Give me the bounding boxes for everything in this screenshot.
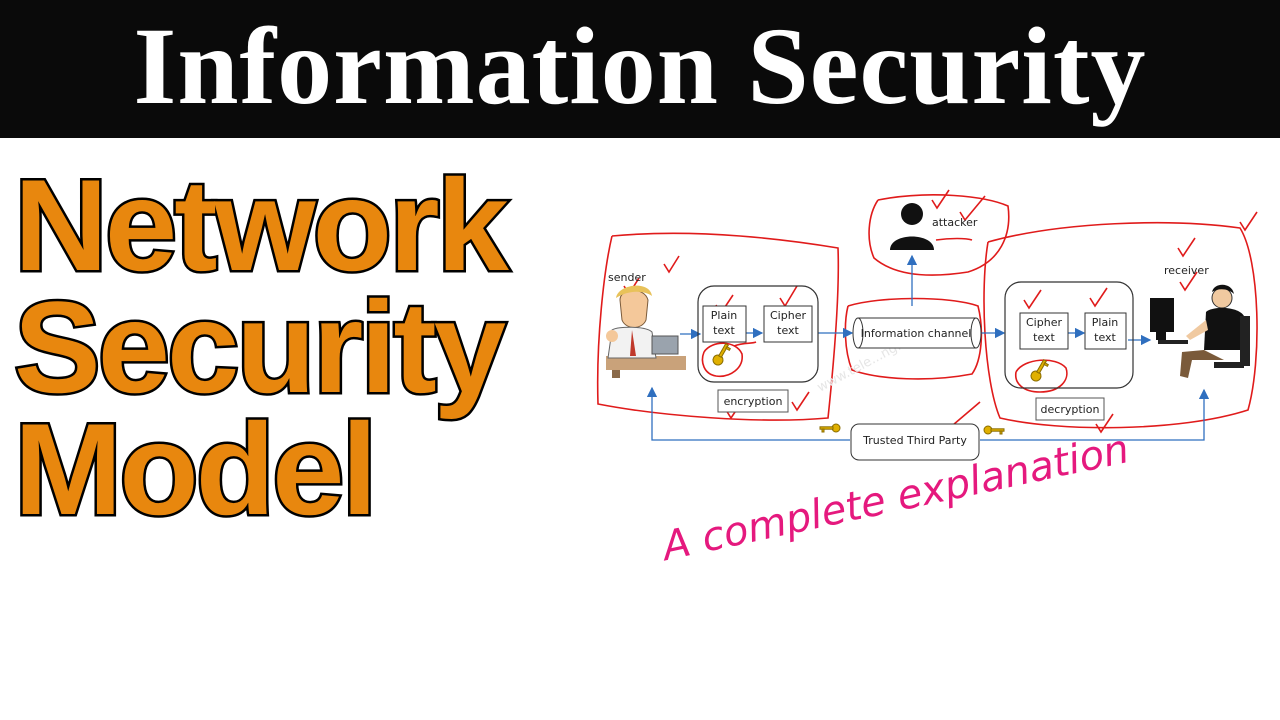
title-line-network: Network [12, 152, 512, 298]
sender-plain-text-1: Plain [711, 309, 737, 322]
information-channel: Information channel [852, 317, 982, 349]
flow-arrows [646, 254, 1210, 441]
attacker-icon [890, 203, 934, 250]
sender-encryption-group: Plain text Cipher text encryption [697, 285, 819, 413]
receiver-cipher-text-2: text [1033, 331, 1055, 344]
receiver-cipher-text-1: Cipher [1026, 316, 1062, 329]
trusted-third-party: Trusted Third Party [850, 423, 980, 461]
page-title: Information Security [133, 5, 1147, 127]
sender-person-icon [606, 285, 686, 378]
receiver-label: receiver [1164, 264, 1209, 277]
receiver-decryption-group: Cipher text Plain text decryption [1004, 281, 1134, 421]
encryption-label: encryption [724, 395, 783, 408]
attacker-label: attacker [932, 216, 978, 229]
channel-label: Information channel [861, 327, 972, 340]
key-icon [712, 342, 1050, 435]
receiver-plain-text-1: Plain [1092, 316, 1118, 329]
decryption-label: decryption [1041, 403, 1100, 416]
title-line-security: Security [11, 274, 508, 420]
receiver-person-icon [1180, 284, 1250, 378]
sender-label: sender [608, 271, 646, 284]
computer-icon [1150, 298, 1188, 344]
header-bar: Information Security [0, 0, 1280, 138]
sender-cipher-text-2: text [777, 324, 799, 337]
third-party-label: Trusted Third Party [862, 434, 967, 447]
sender-plain-text-2: text [713, 324, 735, 337]
receiver-plain-text-2: text [1094, 331, 1116, 344]
sender-cipher-text-1: Cipher [770, 309, 806, 322]
title-line-model: Model [12, 396, 381, 542]
